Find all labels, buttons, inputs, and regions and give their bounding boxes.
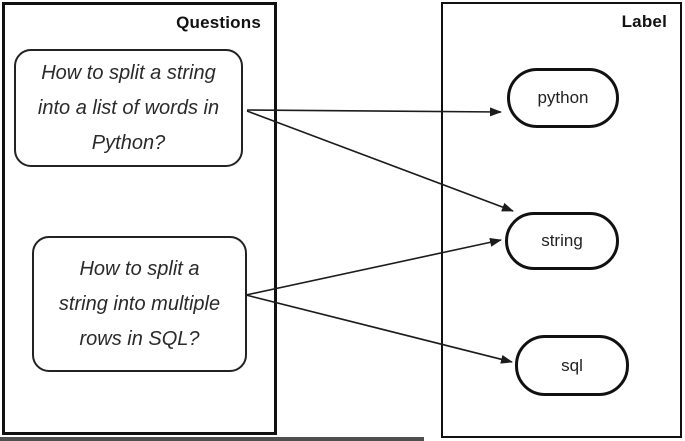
questions-panel-title: Questions: [176, 13, 261, 32]
question-text-line: into a list of words in: [37, 96, 220, 119]
label-text: python: [537, 88, 589, 107]
question-text-line: Python?: [91, 131, 166, 154]
question-text-line: string into multiple: [58, 292, 221, 315]
label-node-string: string: [505, 212, 619, 270]
labels-panel-title: Label: [621, 12, 667, 31]
question-text-line: rows in SQL?: [79, 327, 200, 350]
label-node-python: python: [507, 68, 619, 128]
question-node-python-split: How to split a string into a list of wor…: [14, 49, 243, 167]
question-text-line: How to split a string: [41, 61, 216, 84]
label-text: sql: [561, 355, 583, 375]
label-node-sql: sql: [515, 335, 629, 396]
bottom-edge-strip: [0, 437, 424, 441]
question-node-sql-split: How to split a string into multiple rows…: [32, 236, 247, 372]
label-text: string: [541, 231, 583, 250]
question-text-line: How to split a: [79, 257, 200, 280]
